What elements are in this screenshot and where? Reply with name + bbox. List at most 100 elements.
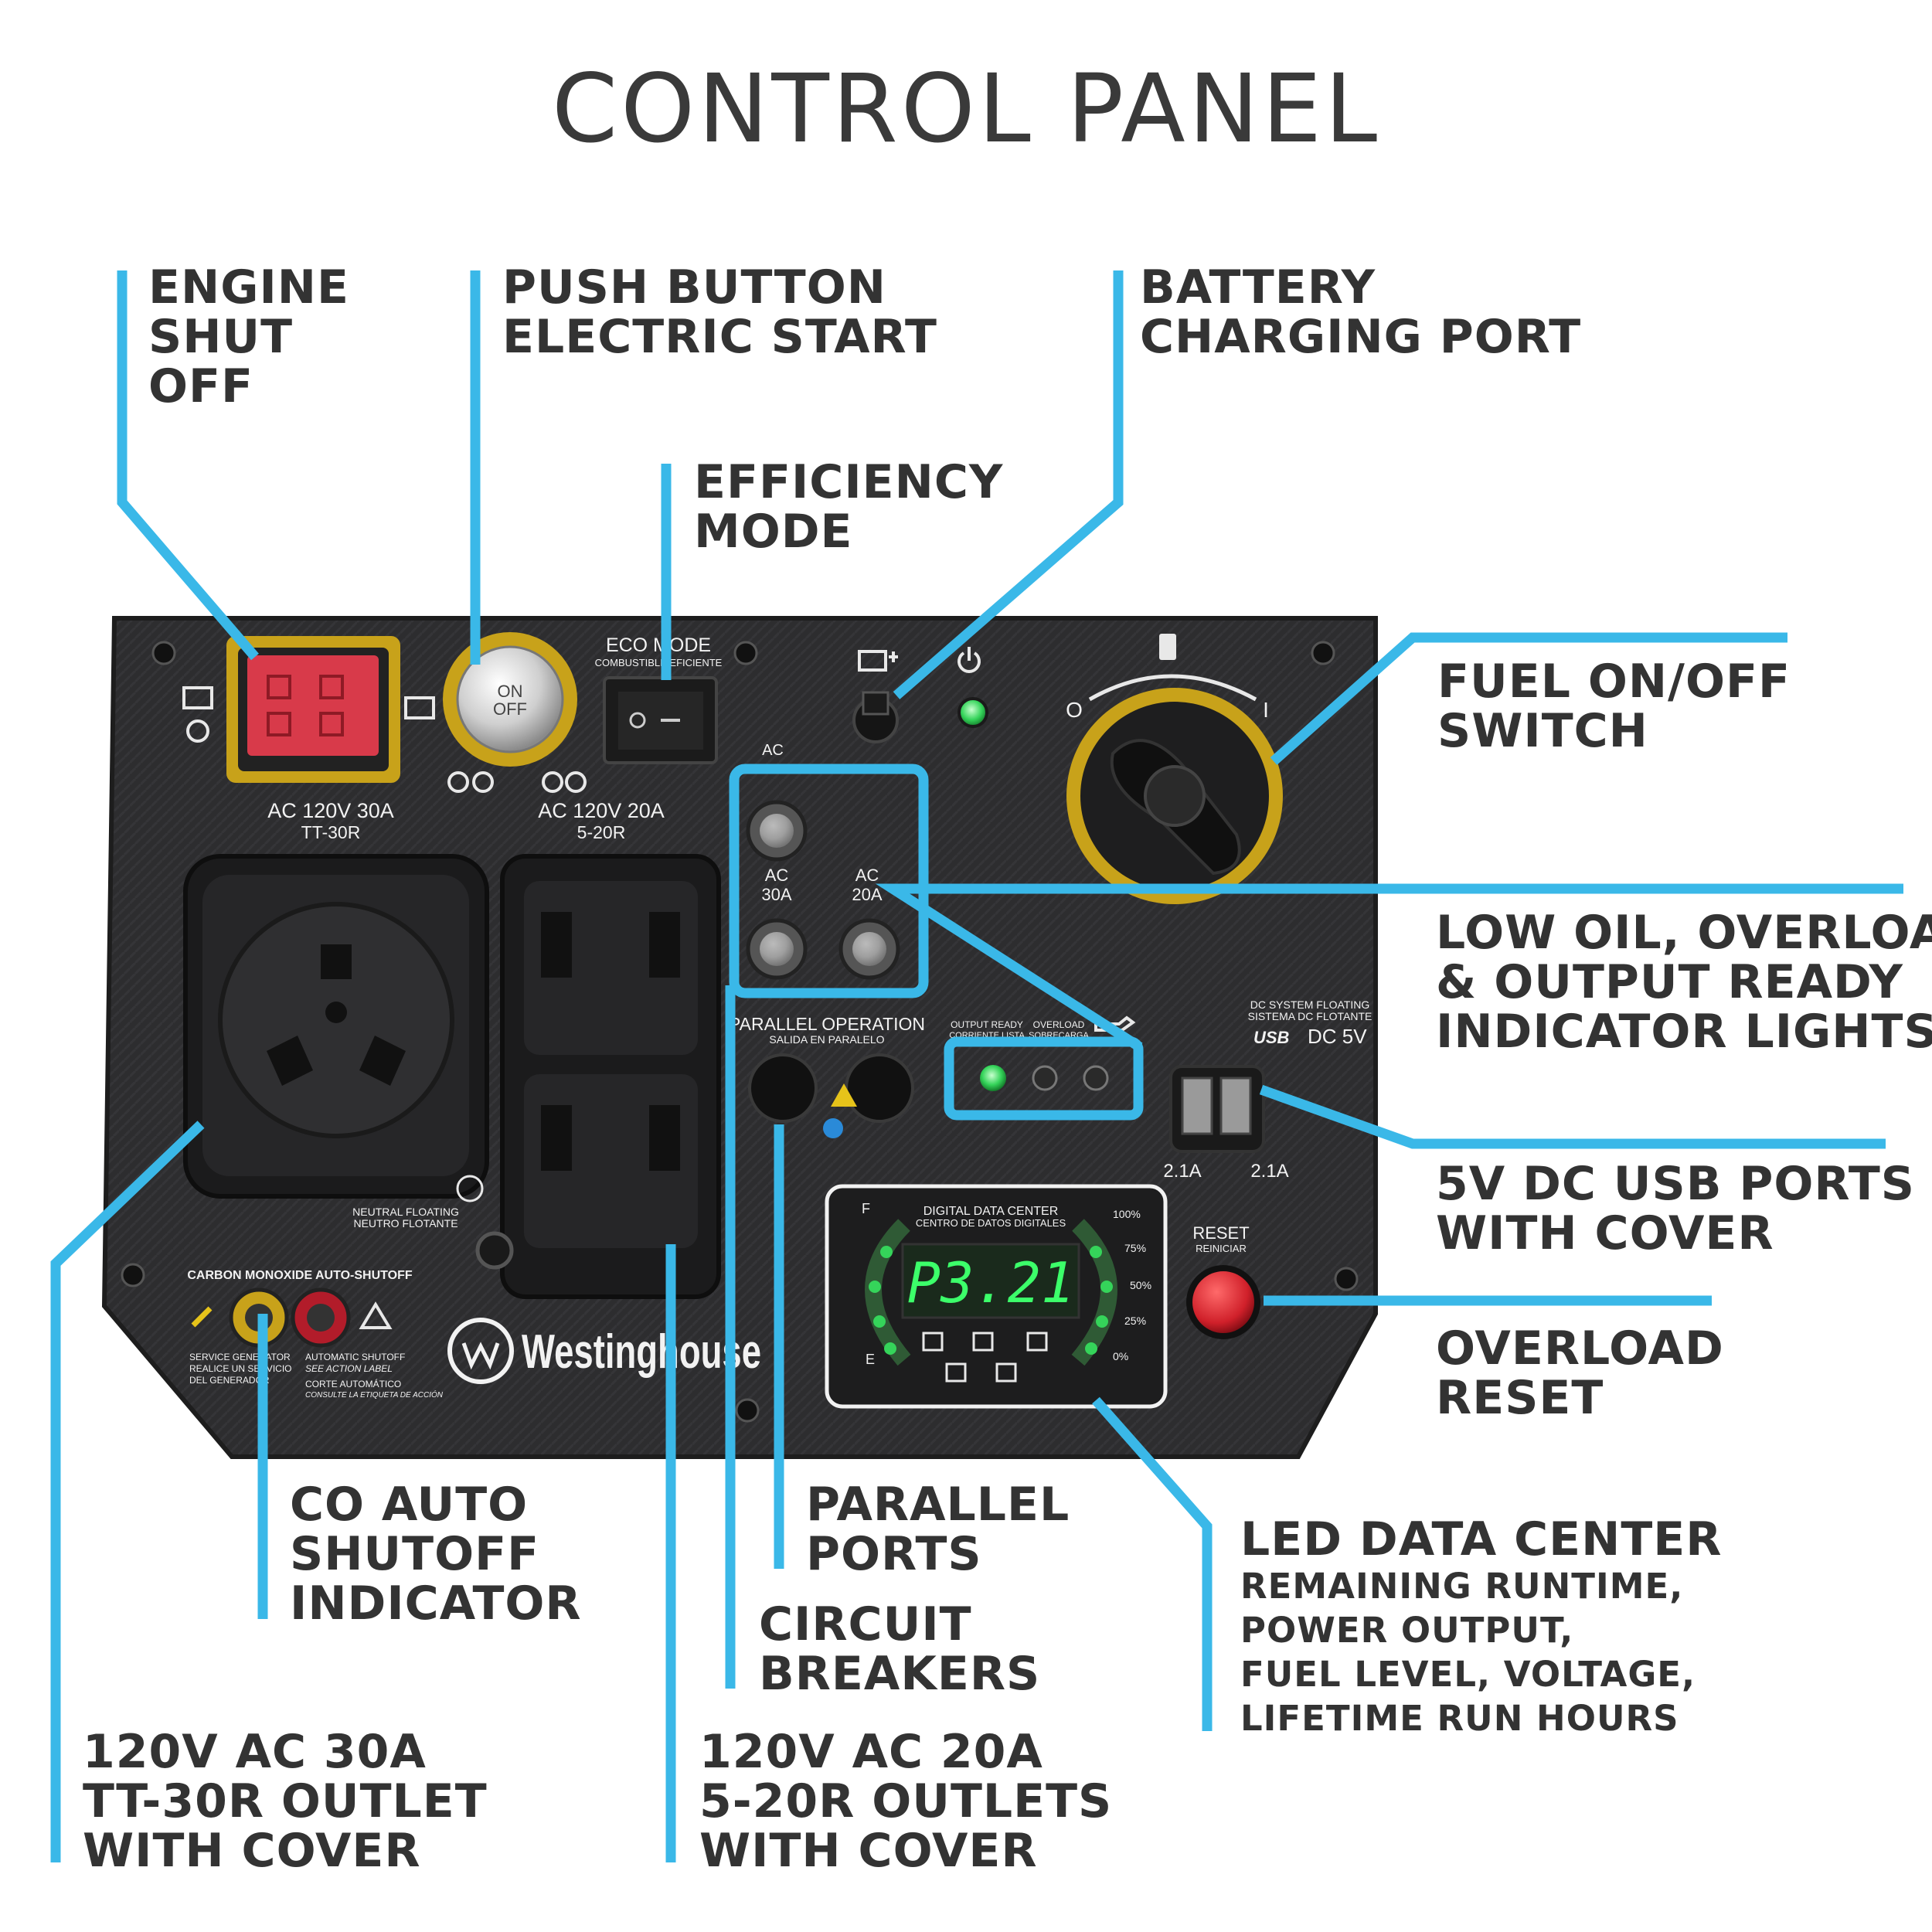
callout-line: FUEL ON/OFF (1437, 655, 1791, 709)
ac-label: AC (762, 742, 784, 759)
ddc-label: DIGITAL DATA CENTER (923, 1205, 1059, 1218)
eco-mode-sublabel: COMBUSTIBLE EFICIENTE (595, 657, 723, 668)
callout-line: ELECTRIC START (502, 310, 937, 364)
dc-floating-sublabel: SISTEMA DC FLOTANTE (1248, 1010, 1372, 1022)
electric-start-button: ON OFF (443, 632, 577, 767)
callout-line: CIRCUIT (759, 1597, 972, 1651)
ddc-sublabel: CENTRO DE DATOS DIGITALES (916, 1217, 1066, 1229)
ac20a-label: AC (855, 866, 879, 885)
usb-ports (1169, 1065, 1265, 1153)
overload-label: OVERLOAD (1033, 1019, 1085, 1030)
manual-icon (823, 1118, 843, 1138)
callout-line: LED DATA CENTER (1240, 1512, 1723, 1566)
reset-sublabel: REINICIAR (1196, 1243, 1247, 1254)
power-led (957, 697, 988, 728)
callout-line: 5V DC USB PORTS (1436, 1157, 1915, 1211)
auto-shutoff-label-2: SEE ACTION LABEL (305, 1363, 393, 1374)
tt30r-label: TT-30R (301, 822, 361, 842)
5-20r-outlets (500, 854, 721, 1299)
on-label: ON (498, 682, 523, 701)
ddc-mode-icons (922, 1332, 1048, 1383)
ground-terminal (475, 1231, 514, 1270)
warning-icon (831, 1083, 857, 1107)
callout-line: PUSH BUTTON (502, 260, 886, 315)
ac20a-value: 20A (852, 885, 882, 904)
start-hand-icons (447, 771, 587, 793)
callout-line: PORTS (806, 1527, 982, 1581)
callout-line: LOW OIL, OVERLOAD (1436, 906, 1932, 960)
wrench-icon (191, 1306, 213, 1328)
callout-line: SHUTOFF (290, 1527, 540, 1581)
callout-line: INDICATOR (290, 1577, 582, 1631)
fuel-off-label: O (1066, 698, 1083, 722)
low-oil-led (1083, 1065, 1109, 1091)
fuel-full-label: F (862, 1201, 870, 1216)
callout-line: ENGINE (148, 260, 349, 315)
charge-plug-icon (858, 650, 898, 672)
usb-logo: USB (1253, 1028, 1290, 1047)
pct100-label: 100% (1113, 1208, 1141, 1220)
led-display: P3.21 (907, 1250, 1075, 1315)
overload-reset-button (1186, 1265, 1260, 1339)
output-ready-led (980, 1065, 1006, 1091)
callout-led-data-center: LED DATA CENTER REMAINING RUNTIME, POWER… (1240, 1515, 1722, 1740)
ac20-label: AC 120V 20A (538, 799, 665, 822)
pct25-label: 25% (1124, 1315, 1146, 1327)
r520-label: 5-20R (577, 822, 626, 842)
callout-line: PARALLEL (806, 1478, 1070, 1532)
callout-line: MODE (694, 505, 853, 559)
auto-shutoff-label: AUTOMATIC SHUTOFF (305, 1352, 405, 1362)
callout-line: OFF (148, 359, 253, 413)
callout-line: LIFETIME RUN HOURS (1240, 1698, 1679, 1739)
pct75-label: 75% (1124, 1242, 1146, 1254)
callout-line: SWITCH (1437, 704, 1648, 758)
ground-icon (456, 1175, 484, 1202)
neutral-label: NEUTRAL FLOATING (352, 1206, 459, 1218)
service-label-2: REALICE UN SERVICIO (189, 1363, 291, 1374)
callout-line: WITH COVER (1436, 1206, 1774, 1260)
callout-line: EFFICIENCY (694, 455, 1004, 509)
callout-line: TT-30R OUTLET (83, 1774, 488, 1828)
callout-line: 5-20R OUTLETS (699, 1774, 1113, 1828)
callout-line: CO AUTO (290, 1478, 529, 1532)
overload-led (1032, 1065, 1058, 1091)
co-header-label: CARBON MONOXIDE AUTO-SHUTOFF (187, 1269, 412, 1282)
parallel-ports (748, 1053, 914, 1123)
battery-charge-icon (404, 696, 435, 719)
service-label-3: DEL GENERADOR (189, 1375, 270, 1386)
ac30a-label: AC (765, 866, 789, 885)
callout-line: SHUT (148, 310, 294, 364)
gauge-leds (869, 1246, 1113, 1355)
eco-mode-switch (603, 676, 718, 764)
usb2-amp-label: 2.1A (1250, 1161, 1288, 1182)
eco-mode-label: ECO MODE (606, 634, 711, 656)
fuel-arc-arrow (1088, 674, 1257, 702)
callout-line: BATTERY (1140, 260, 1376, 315)
service-label: SERVICE GENERATOR (189, 1352, 291, 1362)
corte-label-2: CONSULTE LA ETIQUETA DE ACCIÓN (305, 1389, 444, 1400)
output-ready-label: OUTPUT READY (951, 1019, 1023, 1030)
brand-wordmark: Westinghouse (522, 1325, 761, 1379)
ac30a-value: 30A (761, 885, 791, 904)
off-label: OFF (493, 699, 527, 719)
engine-shutoff-switch (226, 636, 400, 783)
digital-data-center: DIGITAL DATA CENTER CENTRO DE DATOS DIGI… (825, 1184, 1168, 1409)
fuel-switch-knob (1066, 688, 1283, 904)
oil-can-icon (1094, 1015, 1136, 1032)
callout-line: FUEL LEVEL, VOLTAGE, (1240, 1654, 1696, 1695)
corte-label: CORTE AUTOMÁTICO (305, 1378, 401, 1389)
co-warning-icon (359, 1301, 393, 1329)
screw-icons (121, 641, 1359, 1423)
neutral-sublabel: NEUTRO FLOTANTE (353, 1217, 457, 1230)
callout-line: & OUTPUT READY (1436, 955, 1903, 1009)
battery-charging-port (852, 691, 899, 743)
callout-line: INDICATOR LIGHTS (1436, 1005, 1932, 1059)
